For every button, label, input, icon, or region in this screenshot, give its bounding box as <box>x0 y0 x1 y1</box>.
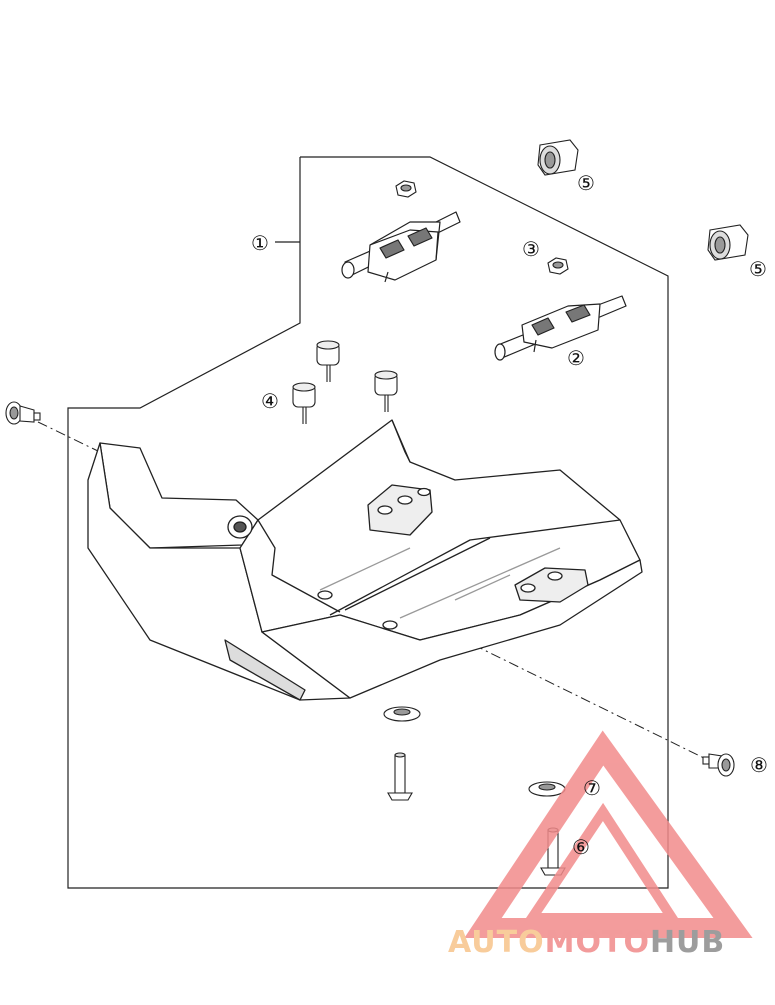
axis-line-left <box>37 421 101 453</box>
skid-plate <box>87 419 643 701</box>
watermark-logo: AUTOMOTOHUB <box>448 730 753 960</box>
assembly-boundary <box>67 156 669 889</box>
watermark-part-moto: MOTO <box>545 925 650 960</box>
watermark-part-auto: AUTO <box>448 925 545 960</box>
collar-bolt-left <box>5 401 41 425</box>
collar-bolt-8 <box>702 753 735 777</box>
mounting-bracket-upper <box>341 211 461 283</box>
washer-7 <box>528 781 566 797</box>
callout-5b: ⑤ <box>749 259 767 281</box>
watermark-triangle-inner <box>522 802 682 923</box>
watermark-text: AUTOMOTOHUB <box>448 925 725 960</box>
callout-4: ④ <box>261 391 279 413</box>
hex-nut-upper <box>395 180 417 198</box>
screw-center <box>387 752 413 801</box>
callout-7: ⑦ <box>583 778 601 800</box>
grommet-5a <box>537 139 579 176</box>
callout-8: ⑧ <box>750 755 768 777</box>
rubber-bumpers-4 <box>292 340 398 424</box>
callout-5a: ⑤ <box>577 173 595 195</box>
mounting-bracket-2 <box>494 295 627 361</box>
hex-nut-3 <box>547 257 569 275</box>
watermark-triangle <box>464 730 753 938</box>
grommet-5b <box>707 224 749 261</box>
callout-1: ① <box>251 233 269 255</box>
watermark-part-hub: HUB <box>650 925 725 960</box>
callout-3: ③ <box>522 239 540 261</box>
callout-6: ⑥ <box>572 837 590 859</box>
washer-center <box>383 706 421 722</box>
callout-2: ② <box>567 348 585 370</box>
